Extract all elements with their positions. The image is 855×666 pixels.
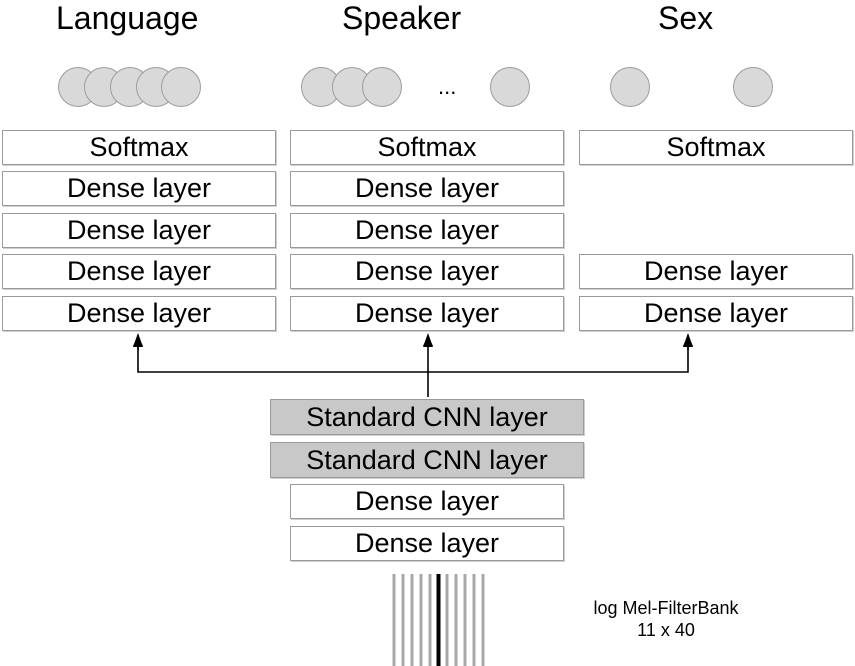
language-softmax: Softmax xyxy=(2,130,276,165)
cnn-layer: Standard CNN layer xyxy=(270,399,584,435)
cnn-layer: Standard CNN layer xyxy=(270,442,584,478)
shared-dense-layer: Dense layer xyxy=(290,484,564,519)
sex-output-node xyxy=(610,67,650,107)
sex-dense-layer: Dense layer xyxy=(579,254,853,289)
speaker-dense-layer: Dense layer xyxy=(290,171,564,206)
language-dense-layer: Dense layer xyxy=(2,296,276,331)
sex-output-node xyxy=(733,67,773,107)
language-title: Language xyxy=(56,0,199,36)
sex-title: Sex xyxy=(658,0,714,36)
sex-softmax: Softmax xyxy=(579,130,853,165)
sex-dense-layer: Dense layer xyxy=(579,296,853,331)
speaker-dense-layer: Dense layer xyxy=(290,254,564,289)
shared-dense-layer: Dense layer xyxy=(290,526,564,561)
speaker-title: Speaker xyxy=(342,0,462,36)
language-output-node xyxy=(161,67,201,107)
speaker-output-node xyxy=(362,67,402,107)
input-caption: log Mel-FilterBank 11 x 40 xyxy=(578,597,754,641)
language-dense-layer: Dense layer xyxy=(2,254,276,289)
language-dense-layer: Dense layer xyxy=(2,213,276,248)
input-caption-line1: log Mel-FilterBank xyxy=(593,598,739,618)
speaker-ellipsis: ... xyxy=(438,74,457,99)
speaker-softmax: Softmax xyxy=(290,130,564,165)
language-dense-layer: Dense layer xyxy=(2,171,276,206)
speaker-output-node xyxy=(490,67,530,107)
input-caption-line2: 11 x 40 xyxy=(637,620,695,640)
speaker-dense-layer: Dense layer xyxy=(290,213,564,248)
speaker-dense-layer: Dense layer xyxy=(290,296,564,331)
